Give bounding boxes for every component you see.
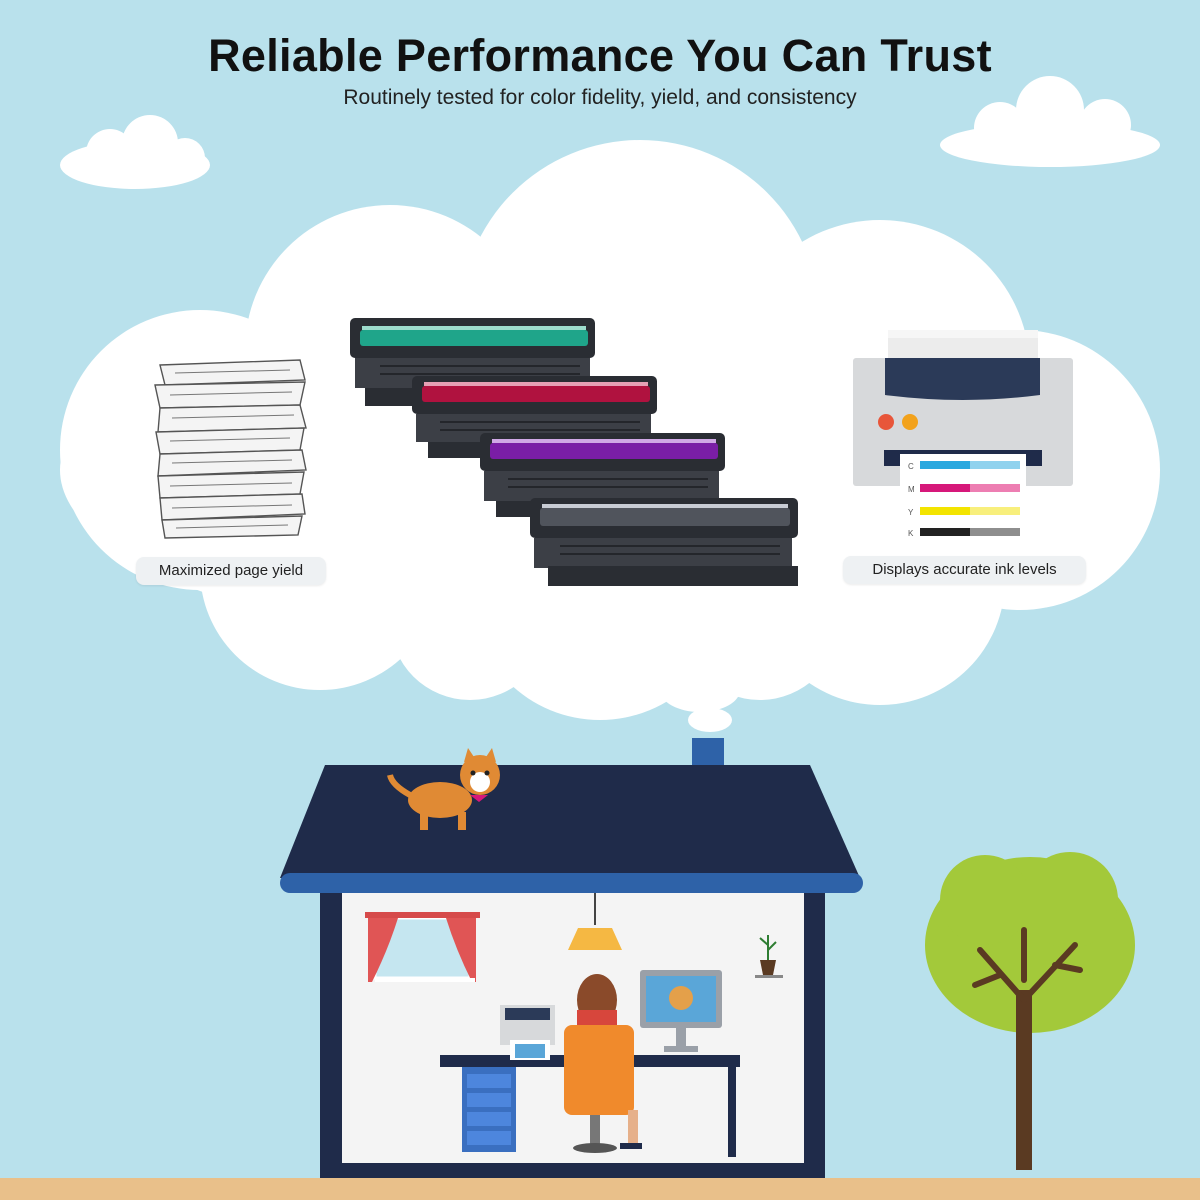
- desk-printer: [500, 1005, 555, 1060]
- test-page-swatches: [920, 461, 1020, 536]
- page-title: Reliable Performance You Can Trust: [208, 30, 992, 81]
- dog-icon: [387, 748, 500, 830]
- page-subtitle: Routinely tested for color fidelity, yie…: [343, 86, 857, 109]
- paper-stack-icon: [154, 359, 307, 539]
- house-icon: [280, 738, 863, 1183]
- page-yield-label: Maximized page yield: [136, 557, 326, 585]
- ceiling-lamp: [568, 893, 622, 950]
- desk-monitor: [640, 970, 722, 1052]
- ground: [0, 1178, 1200, 1200]
- printer-icon: [853, 330, 1073, 546]
- woman-at-desk: [564, 974, 642, 1153]
- small-cloud-right: [940, 76, 1160, 167]
- toner-cartridge-black: [530, 498, 798, 586]
- toner-cartridge-purple: [480, 433, 725, 517]
- desk-drawers: [462, 1067, 516, 1152]
- tree-icon: [925, 852, 1135, 1170]
- ink-levels-label: Displays accurate ink levels: [843, 556, 1086, 584]
- house-window: [365, 912, 480, 982]
- wall-plant: [755, 935, 783, 978]
- small-cloud-left: [60, 115, 210, 189]
